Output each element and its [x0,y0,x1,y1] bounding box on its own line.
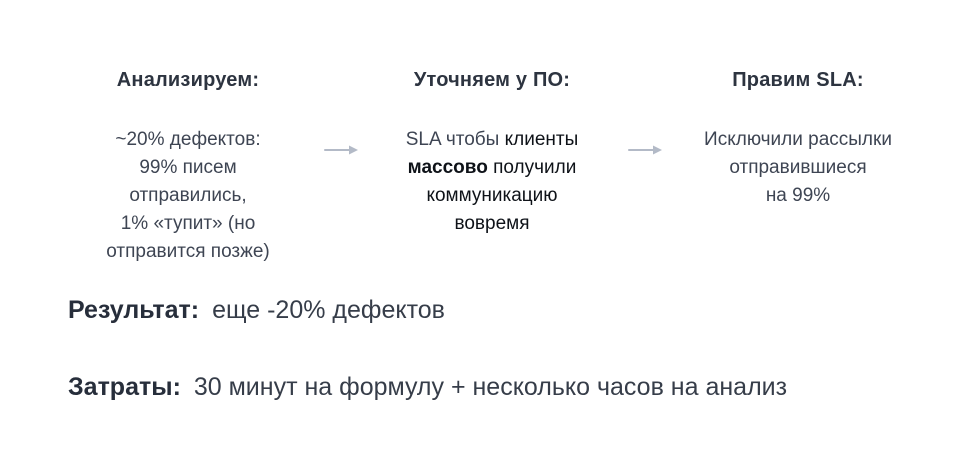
received-emphasis-text: получили [487,157,577,178]
clients-emphasis-text: клиенты [504,129,579,150]
body-line: SLA чтобы клиенты [375,126,609,154]
step-body-clarify: SLA чтобы клиенты массово получили комму… [375,126,609,238]
step-body-fix-sla: Исключили рассылки отправившиеся на 99% [676,126,920,210]
flow-step-analyze: Анализируем: ~20% дефектов: 99% писем от… [58,66,318,266]
body-line: вовремя [454,213,530,234]
body-line: коммуникацию [426,185,558,206]
step-title-analyze: Анализируем: [116,69,260,91]
result-text: еще -20% дефектов [212,296,445,324]
body-line: 1% «тупит» (но [120,213,256,234]
step-body-analyze: ~20% дефектов: 99% писем отправились, 1%… [58,126,318,266]
result-line: Результат: еще -20% дефектов [68,293,445,327]
step-title-fix-sla: Правим SLA: [732,69,864,91]
flow-step-fix-sla: Правим SLA: Исключили рассылки отправивш… [676,66,920,210]
result-label: Результат: [68,296,200,324]
costs-line: Затраты: 30 минут на формулу + несколько… [68,370,787,404]
costs-label: Затраты: [68,373,181,401]
sla-muted-text: SLA чтобы [405,129,505,150]
body-line: отправились, [129,185,247,206]
body-line: 99% писем [139,157,237,178]
flow-step-clarify: Уточняем у ПО: SLA чтобы клиенты массово… [375,66,609,238]
body-line: Исключили рассылки [704,129,892,150]
body-line: отправившиеся [729,157,867,178]
step-title-clarify: Уточняем у ПО: [413,69,571,91]
right-arrow-icon [324,143,358,155]
body-line: отправится позже) [106,241,270,262]
costs-text: 30 минут на формулу + несколько часов на… [193,373,788,401]
right-arrow-icon [628,143,662,155]
body-line: на 99% [765,185,831,206]
massovo-bold-text: массово [407,157,488,178]
body-line: ~20% дефектов: [115,129,261,150]
body-line: массово получили [375,154,609,182]
